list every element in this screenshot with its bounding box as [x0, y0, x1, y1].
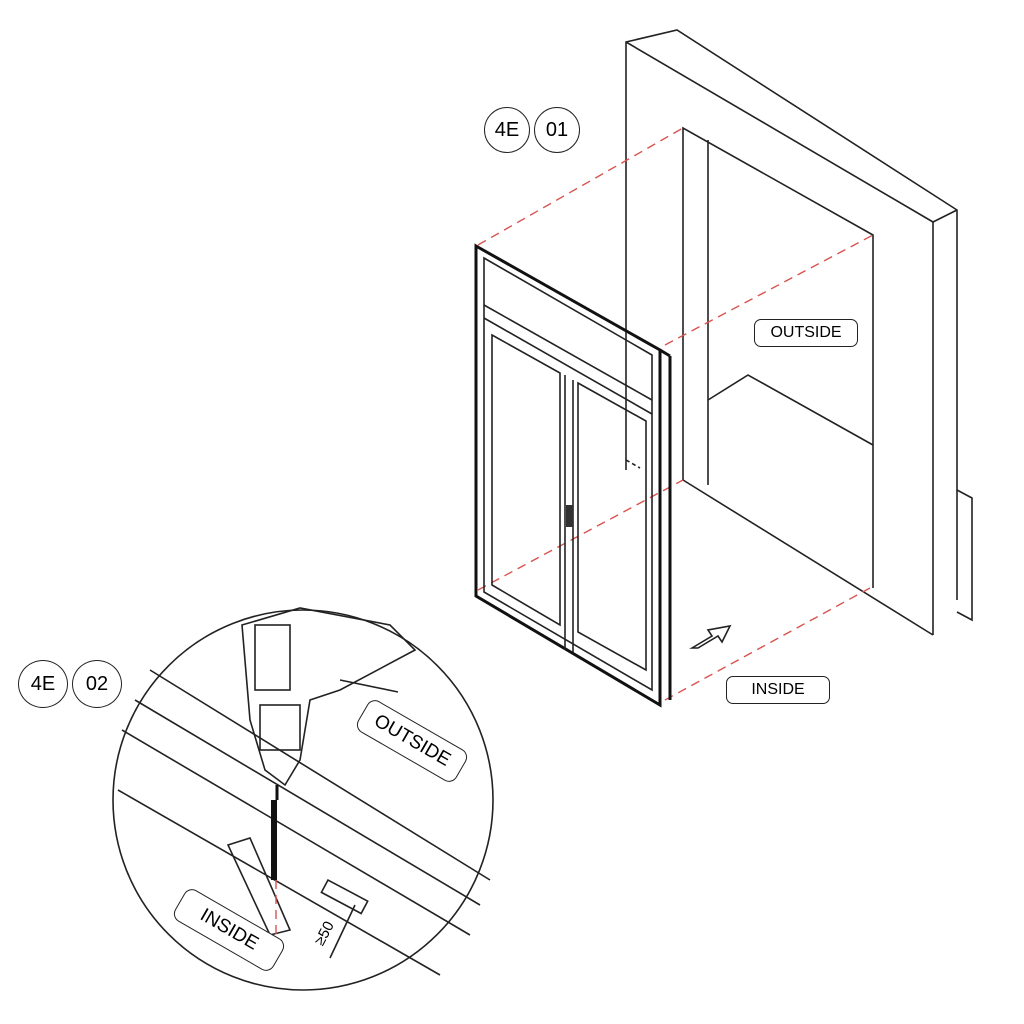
- detail-view: [112, 607, 494, 991]
- alignment-guides: [477, 127, 874, 701]
- step-number: 01: [534, 107, 580, 153]
- outside-label: OUTSIDE: [754, 319, 858, 347]
- inside-label: INSIDE: [726, 676, 830, 704]
- french-door-frame: [474, 243, 672, 708]
- door-handle: [566, 505, 573, 527]
- step-code: 4E: [18, 660, 68, 708]
- step-number: 02: [72, 660, 122, 708]
- step-2-badge: 4E 02: [18, 660, 122, 708]
- wall-opening: [625, 29, 973, 636]
- drill: [241, 607, 417, 800]
- step-1-badge: 4E 01: [484, 107, 580, 153]
- direction-arrow-icon: [689, 624, 732, 649]
- step-code: 4E: [484, 107, 530, 153]
